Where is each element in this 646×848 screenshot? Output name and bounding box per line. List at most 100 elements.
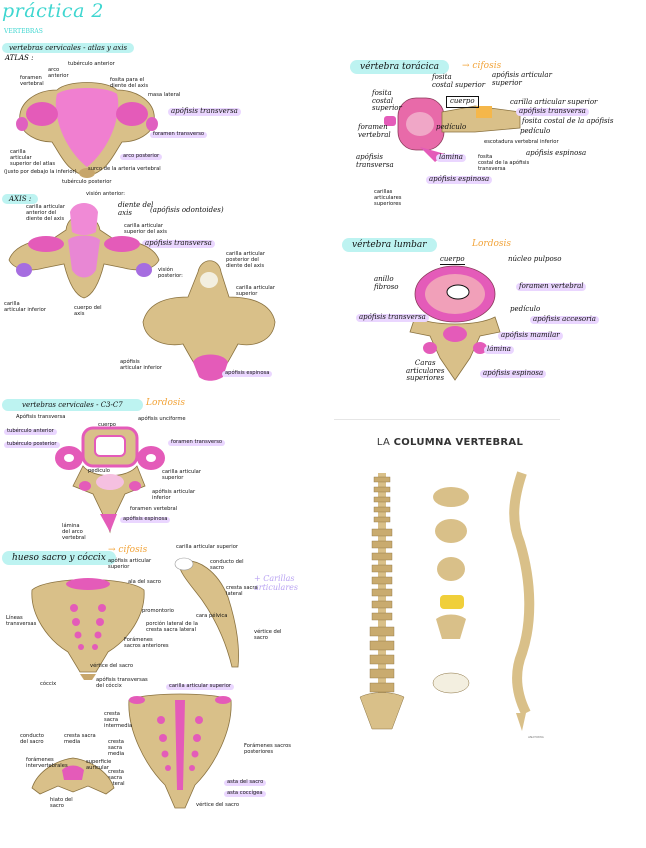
sacro-note: + Carillas articulares <box>254 574 298 592</box>
toracica-carilla-art-sup-label: carilla articular superior <box>510 98 598 106</box>
columna-lateral-illustration <box>509 471 535 731</box>
atlas-apofisis-transversa-label: apófisis transversa <box>168 107 241 116</box>
lumbar-nucleo-label: núcleo pulposo <box>508 255 562 263</box>
cervical-pediculo-label: pedículo <box>88 468 110 474</box>
toracica-apofisis-art-sup-label: apófisis articular superior <box>492 71 552 87</box>
sacro-forameenes-inter-label: forámenes intervertebrales <box>26 757 68 769</box>
sacro-conducto-lateral-label: conducto del sacro <box>210 559 244 571</box>
toracica-carillas-sup-label: carillas articulares superiores <box>374 189 402 207</box>
sacro-anterior-illustration <box>31 578 145 680</box>
cervical-carilla-sup-label: carilla articular superior <box>162 469 201 481</box>
sacro-lateral-illustration <box>174 557 239 668</box>
toracica-cuerpo-label: cuerpo <box>446 96 479 108</box>
poster-title: LA COLUMNA VERTEBRAL <box>342 437 558 448</box>
lumbar-apofisis-accesoria-label: apófisis accesoria <box>530 315 599 324</box>
cervical-foramen-vertebral-label: foramen vertebral <box>130 506 178 512</box>
atlas-carilla-superior-label: carilla articular superior del atlas <box>10 149 56 167</box>
atlas-arco-posterior-label: arco posterior <box>120 153 163 160</box>
atlas-masa-lateral-label: masa lateral <box>148 92 181 98</box>
columna-vertebral-poster: LA COLUMNA VERTEBRAL ANATOMIA <box>342 433 558 745</box>
sacro-vertice-sacro-label: vértice del sacro <box>196 802 240 808</box>
axis-heading: AXIS : <box>2 194 39 204</box>
sacro-cresta-media-sup-label: cresta sacra media <box>64 733 96 745</box>
axis-carilla-superior-label: carilla articular superior del axis <box>124 223 167 235</box>
lumbar-pediculo-label: pedículo <box>510 305 541 313</box>
toracica-pediculo-label: pedículo <box>520 127 551 135</box>
sacro-cresta-intermedia-label: cresta sacra intermedia <box>104 711 133 729</box>
sacro-posterior-illustration <box>128 693 232 809</box>
toracica-lamina-label: lámina <box>436 153 466 162</box>
toracica-heading: vértebra torácica <box>350 60 449 74</box>
axis-vision-anterior-label: visión anterior: <box>86 191 125 197</box>
axis-carilla-posterior-diente-label: carilla articular posterior del diente d… <box>226 251 265 269</box>
coccix-apofisis-transversas-label: apófisis transversas del cóccix <box>96 677 148 689</box>
toracica-fosita-costal-superior2-label: fosita costal superior <box>432 73 486 89</box>
lumbar-curve-label: Lordosis <box>472 239 511 249</box>
sacro-lineas-transversas-label: Líneas transversas <box>6 615 37 627</box>
poster-title-light: LA <box>376 437 391 448</box>
lumbar-apofisis-espinosa-label: apófisis espinosa <box>480 369 547 378</box>
axis-apofisis-espinosa-label: apófisis espinosa <box>222 370 273 377</box>
poster-title-bold: COLUMNA VERTEBRAL <box>393 437 524 448</box>
cervical-tuberculo-posterior-label: tubérculo posterior <box>4 441 60 448</box>
sacro-apofisis-art-sup-label: apófisis articular superior <box>108 558 152 570</box>
atlas-tuberculo-posterior-label: tubérculo posterior <box>62 179 112 185</box>
toracica-fosita-costal-transversa-label: fosita costal de la apófisis transversa <box>478 154 530 172</box>
lumbar-cuerpo-label: cuerpo <box>440 255 465 265</box>
lumbar-anillo-label: anillo fibroso <box>374 275 399 291</box>
vertebras-detail-illustration <box>432 487 470 694</box>
vertebras-heading: VERTEBRAS <box>4 28 43 35</box>
cervical-apofisis-transversa-label: Apófisis transversa <box>16 414 66 420</box>
atlas-debajo-inferior-label: (justo por debajo la inferior) <box>4 169 77 175</box>
toracica-apofisis-espinosa-r-label: apófisis espinosa <box>526 149 587 157</box>
toracica-curve-label: → cifosis <box>462 61 502 71</box>
cervicales-curve-label: Lordosis <box>146 398 185 408</box>
sacro-hiato-label: hiato del sacro <box>50 797 73 809</box>
sacro-asta-label: asta del sacro <box>224 779 267 786</box>
toracica-apofisis-espinosa-label: apófisis espinosa <box>426 175 493 184</box>
cervical-illustration <box>55 426 165 534</box>
sacro-cara-pelvica-label: cara pélvica <box>196 613 228 619</box>
axis-carilla-inferior-label: carilla articular inferior <box>4 301 46 313</box>
sacro-forameenes-ant-label: Forámenes sacros anteriores <box>124 637 169 649</box>
axis-odontoides-label: (apófisis odontoides) <box>150 206 224 214</box>
sacro-vertice-lateral-label: vértice del sacro <box>254 629 282 641</box>
cervical-apofisis-unciforme-label: apófisis unciforme <box>138 416 186 422</box>
lumbar-foramen-vertebral-label: foramen vertebral <box>516 282 587 291</box>
axis-apofisis-art-inf-label: apófisis articular inferior <box>120 359 162 371</box>
toracica-apofisis-transversa-l-label: apófisis transversa <box>356 153 394 169</box>
atlas-foramen-vertebral-label: foramen vertebral <box>20 75 44 87</box>
sacro-asta-coccigea-label: asta coccígea <box>224 790 266 797</box>
cervical-foramen-transverso-label: foramen transverso <box>168 439 226 446</box>
sacro-curve-label: → cifosis <box>108 545 148 555</box>
sacro-conducto-label: conducto del sacro <box>20 733 44 745</box>
cervical-tuberculo-anterior-label: tubérculo anterior <box>4 428 57 435</box>
sacro-cresta-sacra-lat-label: cresta sacra lateral <box>226 585 258 597</box>
cervical-lamina-label: lámina del arco vertebral <box>62 523 86 541</box>
lumbar-lamina-label: lámina <box>484 345 514 354</box>
atlas-fosita-diente-label: fosita para el diente del axis <box>110 77 149 89</box>
sacro-carilla-sup-post-label: carilla articular superior <box>166 683 234 690</box>
sacro-cresta-media-label: cresta sacra media <box>108 739 125 757</box>
toracica-apofisis-transversa-label: apófisis transversa <box>516 107 589 116</box>
lumbar-illustration <box>409 265 501 381</box>
lumbar-caras-label: Caras articulares superiores <box>406 359 445 382</box>
atlas-surco-arteria-label: surco de la arteria vertebral <box>88 166 161 172</box>
sacro-vertice-label: vértice del sacro <box>90 663 134 669</box>
sacro-superior-illustration <box>31 757 115 795</box>
atlas-illustration <box>16 82 158 178</box>
cervical-apofisis-espinosa-label: apófisis espinosa <box>120 516 171 523</box>
sacro-porcion-lateral-label: porción lateral de la cresta sacra later… <box>146 621 198 633</box>
axis-posterior-illustration <box>142 260 276 381</box>
coccix-label: cóccix <box>40 681 57 687</box>
lumbar-apofisis-mamilar-label: apófisis mamilar <box>498 331 563 340</box>
section-divider <box>334 419 560 420</box>
axis-apofisis-transversa-label: apófisis transversa <box>142 239 215 248</box>
cervical-apofisis-art-inf-label: apófisis articular inferior <box>152 489 196 501</box>
atlas-foramen-transverso-label: foramen transverso <box>150 131 208 138</box>
axis-carilla-sup-post-label: carilla articular superior <box>236 285 275 297</box>
lumbar-heading: vértebra lumbar <box>342 238 437 252</box>
axis-vision-posterior-label: visión posterior: <box>158 267 183 279</box>
sacro-superficie-aur-label: superficie auricular <box>86 759 112 771</box>
toracica-fosita-costal-sup-label: fosita costal superior <box>372 89 402 112</box>
